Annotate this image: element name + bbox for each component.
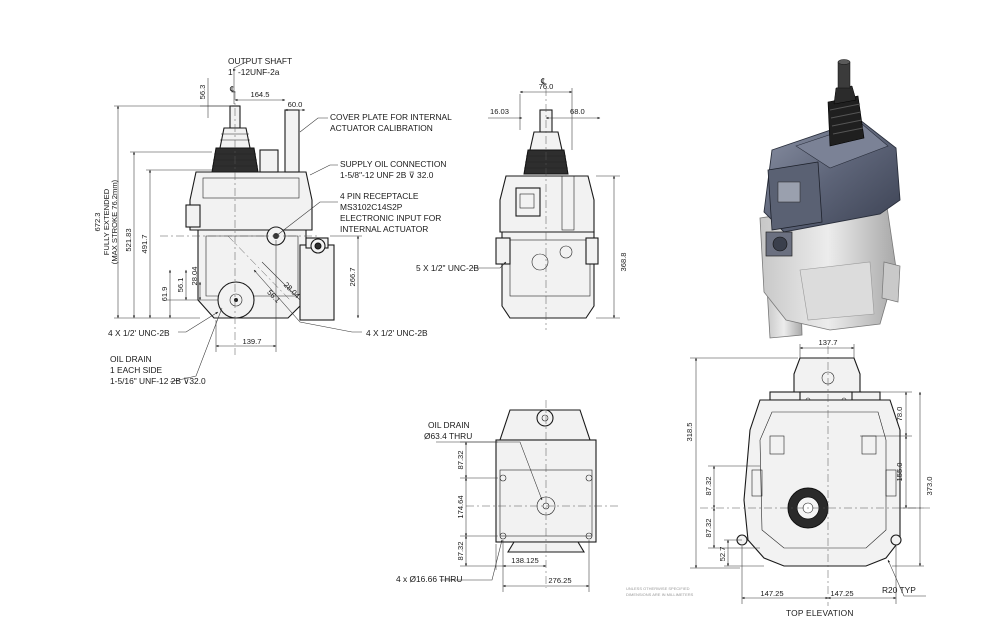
- bottom-oil-drain-line2: Ø63.4 THRU: [424, 431, 472, 441]
- output-shaft-spec: 1" -12UNF-2a: [228, 67, 280, 77]
- front-labels: ℄ 672.3 FULLY EXTENDED (MAX STROKE 76.2m…: [93, 56, 452, 386]
- dim-373-0: 373.0: [925, 476, 934, 495]
- dim-28-04-left: 28.04: [190, 266, 199, 285]
- top-labels: 137.7 318.5 78.0 155.0 373.0 87.32 87.32…: [626, 338, 934, 618]
- receptacle-line2: MS3102C14S2P: [340, 202, 403, 212]
- output-shaft-title: OUTPUT SHAFT: [228, 56, 292, 66]
- supply-oil-line2: 1-5/8"-12 UNF 2B ⊽ 32.0: [340, 170, 434, 180]
- dim-56-3: 56.3: [198, 85, 207, 100]
- dim-16-03: 16.03: [490, 107, 509, 116]
- bottom-oil-drain-line1: OIL DRAIN: [428, 420, 470, 430]
- receptacle-line3: ELECTRONIC INPUT FOR: [340, 213, 441, 223]
- side-labels: ℄ 76.0 16.03 68.0 368.8 5 X 1/2" UNC-2B: [416, 76, 628, 273]
- dim-138-125: 138.125: [511, 556, 538, 565]
- bottom-dimensions: [436, 441, 590, 592]
- dim-56-1: 56.1: [176, 278, 185, 293]
- top-elevation-title: TOP ELEVATION: [786, 608, 854, 618]
- side-dimensions: [472, 88, 620, 319]
- front-view: [160, 92, 335, 355]
- dim-137-7: 137.7: [818, 338, 837, 347]
- fine-print-line2: DIMENSIONS ARE IN MILLIMETERS: [626, 592, 694, 597]
- front-upper-housing: [189, 171, 313, 231]
- bolts-left-callout: 4 X 1/2' UNC-2B: [108, 328, 170, 338]
- top-elevation-view: [700, 346, 930, 606]
- dim-76-0: 76.0: [539, 82, 554, 91]
- product-render: [759, 59, 901, 339]
- dim-68-0: 68.0: [570, 107, 585, 116]
- dim-368-8: 368.8: [619, 252, 628, 271]
- front-cylinder: [299, 244, 335, 321]
- dim-87-32-b: 87.32: [704, 518, 713, 537]
- dim-fully-extended: FULLY EXTENDED: [102, 188, 111, 255]
- bottom-holes-callout: 4 x Ø16.66 THRU: [396, 574, 462, 584]
- dim-87-32-bottom: 87.32: [456, 541, 465, 560]
- dim-164-5: 164.5: [250, 90, 269, 99]
- dim-155-0: 155.0: [895, 462, 904, 481]
- receptacle-line4: INTERNAL ACTUATOR: [340, 224, 428, 234]
- dim-318-5: 318.5: [685, 422, 694, 441]
- supply-oil-line1: SUPPLY OIL CONNECTION: [340, 159, 446, 169]
- top-main-housing: [743, 399, 901, 567]
- dim-174-64: 174.64: [456, 495, 465, 518]
- dim-521-83: 521.83: [124, 228, 133, 251]
- dim-672-3: 672.3: [93, 212, 102, 231]
- dim-87-32-top: 87.32: [456, 450, 465, 469]
- side-bolts-callout: 5 X 1/2" UNC-2B: [416, 263, 479, 273]
- receptacle-line1: 4 PIN RECEPTACLE: [340, 191, 419, 201]
- bottom-view: [466, 400, 620, 588]
- side-centerline-symbol: ℄: [540, 76, 547, 86]
- dim-61-9: 61.9: [160, 287, 169, 302]
- dim-276-25: 276.25: [548, 576, 571, 585]
- oil-drain-line1: OIL DRAIN: [110, 354, 152, 364]
- dim-52-7: 52.7: [718, 547, 727, 562]
- dim-491-7: 491.7: [140, 234, 149, 253]
- side-lower-housing: [501, 231, 595, 319]
- front-dimensions: [114, 61, 362, 383]
- bolts-right-callout: 4 X 1/2' UNC-2B: [366, 328, 428, 338]
- cover-plate-line2: ACTUATOR CALIBRATION: [330, 123, 433, 133]
- top-dimensions: [690, 344, 926, 604]
- oil-drain-line3: 1-5/16" UNF-12 2B ⊽32.0: [110, 376, 206, 386]
- dim-147-25-right: 147.25: [830, 589, 853, 598]
- r20-callout: R20 TYP: [882, 585, 916, 595]
- dim-max-stroke: (MAX STROKE 76.2mm): [110, 179, 119, 264]
- oil-drain-line2: 1 EACH SIDE: [110, 365, 163, 375]
- dim-60-0: 60.0: [288, 100, 303, 109]
- cover-plate-line1: COVER PLATE FOR INTERNAL: [330, 112, 452, 122]
- dim-147-25-left: 147.25: [760, 589, 783, 598]
- bottom-labels: OIL DRAIN Ø63.4 THRU 87.32 174.64 87.32 …: [396, 420, 572, 585]
- side-upper-housing: [499, 175, 595, 233]
- dim-78-0: 78.0: [895, 407, 904, 422]
- front-centerline-symbol: ℄: [229, 84, 236, 94]
- dim-266-7: 266.7: [348, 267, 357, 286]
- side-view: [495, 88, 599, 330]
- dim-87-32-a: 87.32: [704, 476, 713, 495]
- dim-139-7: 139.7: [242, 337, 261, 346]
- fine-print-line1: UNLESS OTHERWISE SPECIFIED: [626, 586, 690, 591]
